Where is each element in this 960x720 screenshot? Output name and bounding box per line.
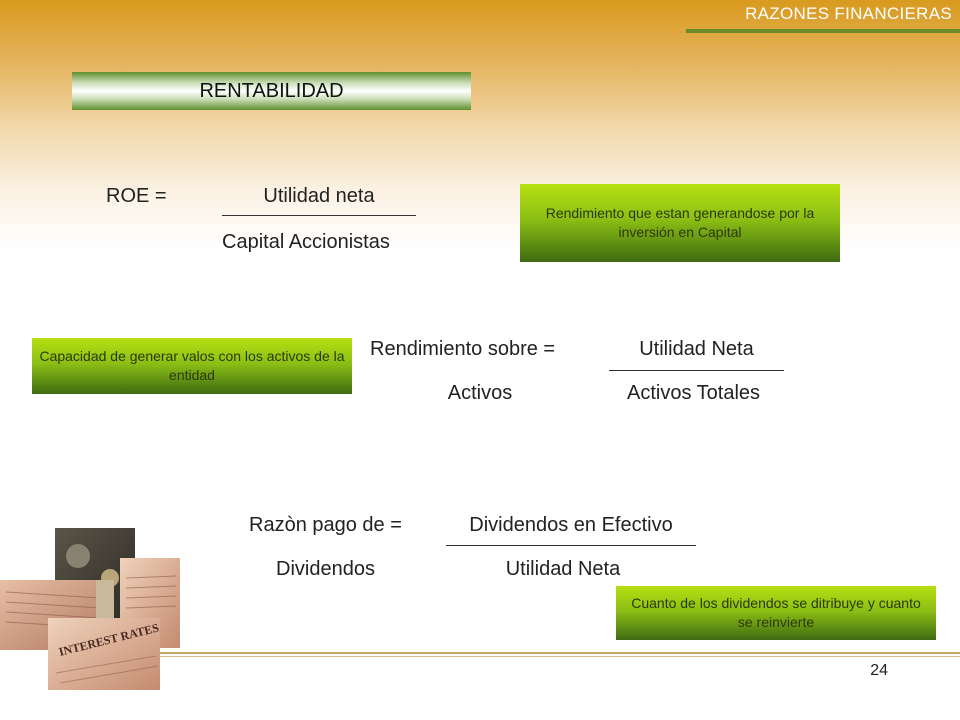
- page-number: 24: [870, 662, 888, 679]
- roe-numerator: Utilidad neta: [263, 185, 375, 207]
- footer-rule: [160, 652, 960, 654]
- payout-fraction-line: [446, 545, 696, 546]
- roe-fraction-line: [222, 215, 416, 216]
- header-title: RAZONES FINANCIERAS: [745, 4, 952, 23]
- payout-numerator: Dividendos en Efectivo: [469, 514, 673, 536]
- roa-numerator: Utilidad Neta: [639, 338, 754, 360]
- payout-denominator: Utilidad Neta: [505, 558, 621, 580]
- roe-denominator: Capital Accionistas: [222, 231, 390, 253]
- payout-label-bottom: Dividendos: [276, 558, 375, 580]
- roa-label-top: Rendimiento sobre =: [370, 338, 556, 360]
- roa-denominator: Activos Totales: [626, 382, 761, 404]
- footer-rule-thin: [160, 656, 960, 657]
- roe-label: ROE =: [106, 185, 167, 207]
- roe-note: Rendimiento que estan generandose por la…: [520, 184, 840, 262]
- roa-label-bottom: Activos: [447, 382, 513, 404]
- roa-note: Capacidad de generar valos con los activ…: [32, 338, 352, 394]
- newspaper-collage-image: INTEREST RATES: [0, 528, 180, 690]
- payout-note: Cuanto de los dividendos se ditribuye y …: [616, 586, 936, 640]
- roa-fraction-line: [609, 370, 784, 371]
- header-rule: [686, 29, 960, 33]
- payout-label-top: Razòn pago de =: [249, 514, 402, 536]
- section-title: RENTABILIDAD: [72, 72, 471, 110]
